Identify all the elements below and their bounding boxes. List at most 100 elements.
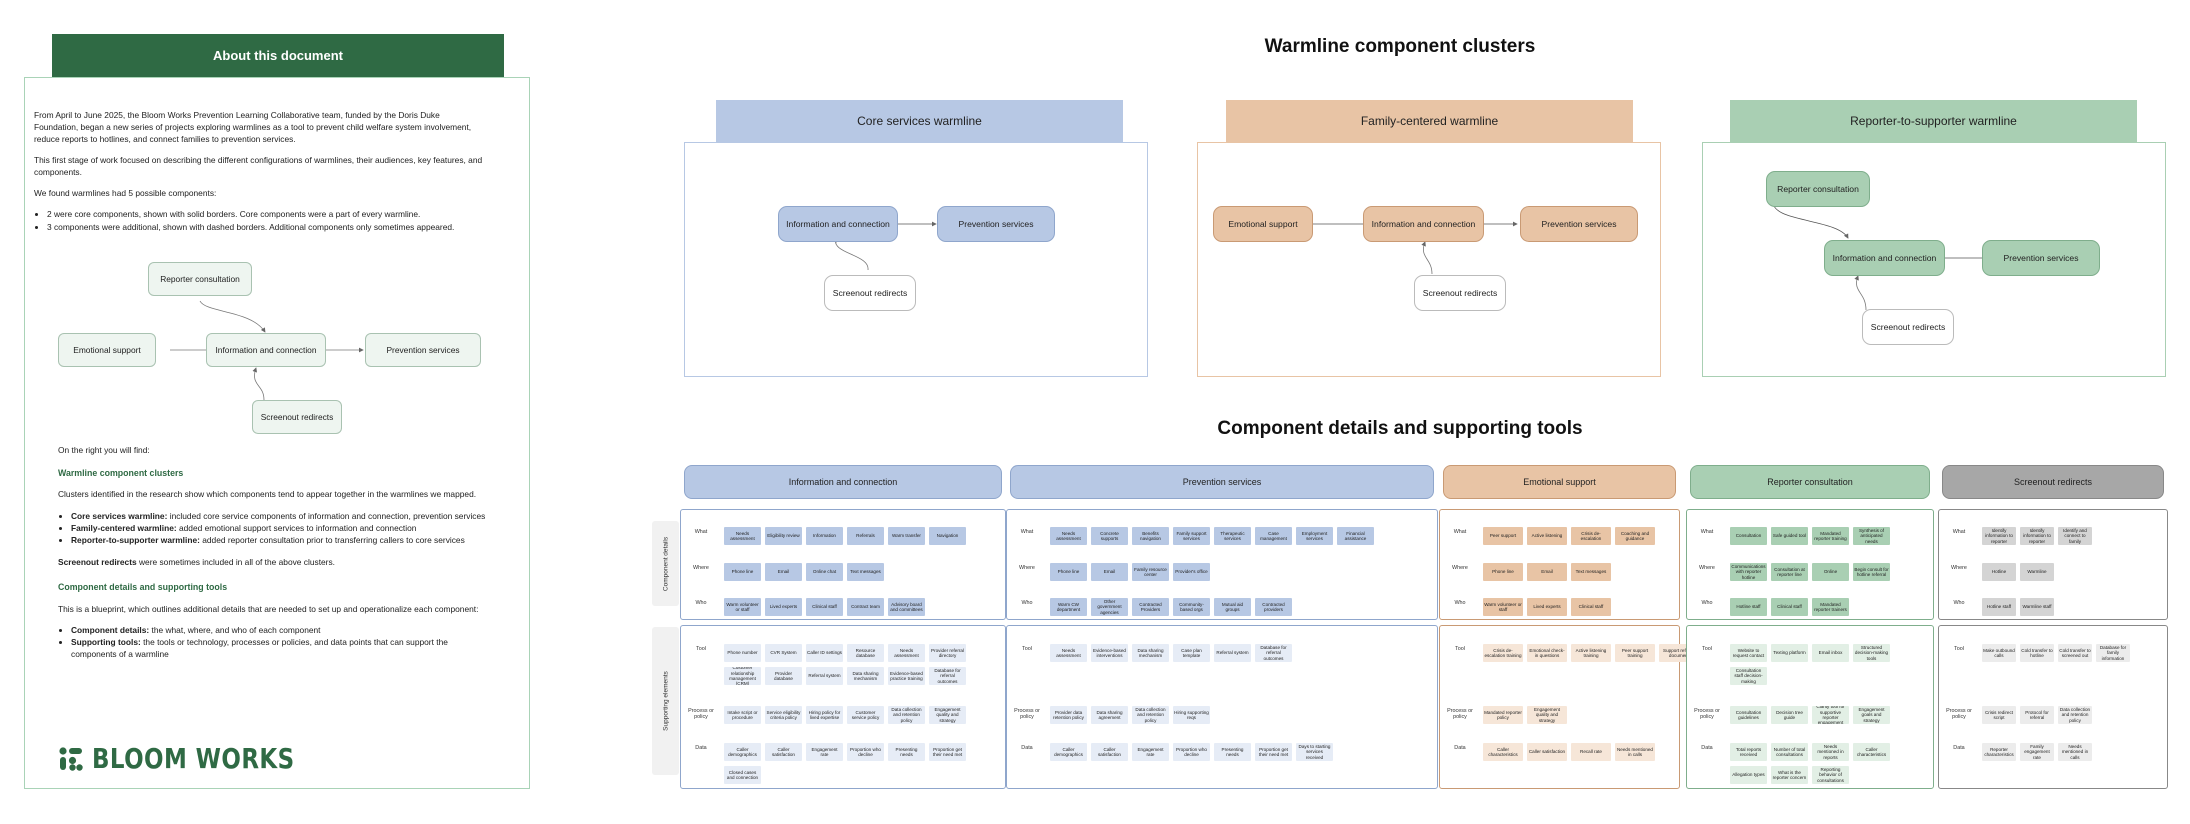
core-node-screenout: Screenout redirects <box>824 275 916 311</box>
doc-node-prevention: Prevention services <box>365 333 481 367</box>
detail-chip: Make outbound calls <box>1982 644 2016 662</box>
detail-chip: Phone number <box>724 644 761 662</box>
col-header-emotional-support: Emotional support <box>1443 465 1676 499</box>
cluster-core-box <box>684 142 1148 377</box>
detail-chip: Mandated reporter policy <box>1483 706 1523 724</box>
detail-chip: Communications with reporter hotline <box>1730 563 1767 581</box>
detail-chip: Clinical staff <box>1771 598 1808 616</box>
detail-chip: What is the reporter concern <box>1771 766 1808 784</box>
detail-chip: Referral system <box>806 667 843 685</box>
detail-chip: Advisory board and committees <box>888 598 925 616</box>
detail-chip: Data sharing mechanism <box>1132 644 1169 662</box>
detail-chip: Engagement quality and strategy <box>1527 706 1567 724</box>
detail-chip: Cold transfer to hotline <box>2020 644 2054 662</box>
detail-chip: Provider database <box>765 667 802 685</box>
row-label-data: Data <box>1701 745 1713 751</box>
row-label-what: What <box>1020 529 1034 535</box>
detail-chip: Phone line <box>1483 563 1523 581</box>
cluster-family-box <box>1197 142 1661 377</box>
detail-chip: Community-based orgs <box>1173 598 1210 616</box>
detail-chip: Peer support <box>1483 527 1523 545</box>
detail-chip: Other government agencies <box>1091 598 1128 616</box>
detail-chip: Engagement quality and strategy <box>929 706 966 724</box>
detail-chip: Navigation <box>929 527 966 545</box>
detail-chip: Text messages <box>1571 563 1611 581</box>
clusters-list: Core services warmline: included core se… <box>71 511 486 547</box>
list-item: Reporter-to-supporter warmline: added re… <box>71 535 486 547</box>
detail-chip: Needs assessment <box>1050 644 1087 662</box>
detail-chip: CVR System <box>765 644 802 662</box>
detail-chip: Resource database <box>847 644 884 662</box>
detail-chip: Intake script or procedure <box>724 706 761 724</box>
doc-node-reporter: Reporter consultation <box>148 262 252 296</box>
doc-node-info: Information and connection <box>206 333 326 367</box>
detail-chip: Database for family information <box>2096 644 2130 662</box>
detail-chip: Needs mentioned in calls <box>1615 743 1655 761</box>
detail-chip: Provider data retention policy <box>1050 706 1087 724</box>
list-item: 2 were core components, shown with solid… <box>47 209 486 221</box>
found-paragraph: We found warmlines had 5 possible compon… <box>34 187 217 198</box>
family-node-info: Information and connection <box>1363 206 1484 242</box>
row-label-who: Who <box>1953 600 1965 606</box>
about-body: From April to June 2025, the Bloom Works… <box>34 110 486 243</box>
row-label-what: What <box>694 529 708 535</box>
row-label-who: Who <box>1701 600 1713 606</box>
row-label-process: Process or policy <box>688 708 714 721</box>
reporter-node-info: Information and connection <box>1824 240 1945 276</box>
detail-chip: Consultation at reporter line <box>1771 563 1808 581</box>
cluster-reporter-header: Reporter-to-supporter warmline <box>1730 100 2137 142</box>
detail-chip: Contracted providers <box>1255 598 1292 616</box>
detail-chip: Benefits navigation <box>1132 527 1169 545</box>
detail-chip: Caller demographics <box>1050 743 1087 761</box>
detail-chip: Data collection and retention policy <box>888 706 925 724</box>
row-label-tool: Tool <box>1702 646 1712 652</box>
group-label-supporting-elements: Supporting elements <box>652 627 679 775</box>
row-label-tool: Tool <box>1022 646 1032 652</box>
detail-chip: Structured decision-making tools <box>1853 644 1890 662</box>
detail-chip: Engagement rate <box>1132 743 1169 761</box>
detail-chip: Needs assessment <box>1050 527 1087 545</box>
row-label-who: Who <box>1454 600 1466 606</box>
list-item: Supporting tools: the tools or technolog… <box>71 637 486 661</box>
row-label-where: Where <box>693 565 709 571</box>
doc-heading-clusters: Warmline component clusters <box>58 467 184 478</box>
row-label-where: Where <box>1452 565 1468 571</box>
detail-chip: Caller demographics <box>724 743 761 761</box>
cluster-family-header: Family-centered warmline <box>1226 100 1633 142</box>
detail-chip: Warm CW department <box>1050 598 1087 616</box>
about-body-lower: On the right you will find: Warmline com… <box>58 445 486 671</box>
detail-chip: Caller characteristics <box>1483 743 1523 761</box>
on-right-text: On the right you will find: <box>58 445 150 455</box>
doc-heading-details: Component details and supporting tools <box>58 582 228 593</box>
detail-chip: Protocol for referral <box>2020 706 2054 724</box>
detail-chip: Email <box>765 563 802 581</box>
detail-chip: Clinical staff <box>806 598 843 616</box>
family-node-emotional: Emotional support <box>1213 206 1313 242</box>
diagram-connectors <box>170 300 364 401</box>
row-label-what: What <box>1700 529 1714 535</box>
detail-chip: Provider's office <box>1173 563 1210 581</box>
core-node-info: Information and connection <box>778 206 898 242</box>
detail-chip: Safe guided tool <box>1771 527 1808 545</box>
bloom-works-logo: BLOOM WORKS <box>58 742 339 775</box>
detail-chip: Begin consult for hotline referral <box>1853 563 1890 581</box>
cluster-reporter-connectors <box>1773 205 1982 311</box>
detail-chip: Mutual aid groups <box>1214 598 1251 616</box>
detail-chip: Proportion get their need met <box>1255 743 1292 761</box>
detail-chip: Presenting needs <box>1214 743 1251 761</box>
detail-chip: Email <box>1091 563 1128 581</box>
components-list: 2 were core components, shown with solid… <box>47 209 486 235</box>
detail-chip: Warmline <box>2020 563 2054 581</box>
detail-chip: Consultation <box>1730 527 1767 545</box>
detail-chip: Email <box>1527 563 1567 581</box>
detail-chip: Decision tree guide <box>1771 706 1808 724</box>
detail-chip: Crisis de-escalation training <box>1483 644 1523 662</box>
detail-chip: Needs assessment <box>888 644 925 662</box>
row-label-who: Who <box>1021 600 1033 606</box>
cluster-core-connectors <box>832 221 937 271</box>
detail-chip: Active listening <box>1527 527 1567 545</box>
detail-chip: Recall rate <box>1571 743 1611 761</box>
screenout-note: Screenout redirects were sometimes inclu… <box>58 557 335 568</box>
row-label-tool: Tool <box>696 646 706 652</box>
doc-node-screenout: Screenout redirects <box>252 400 342 434</box>
